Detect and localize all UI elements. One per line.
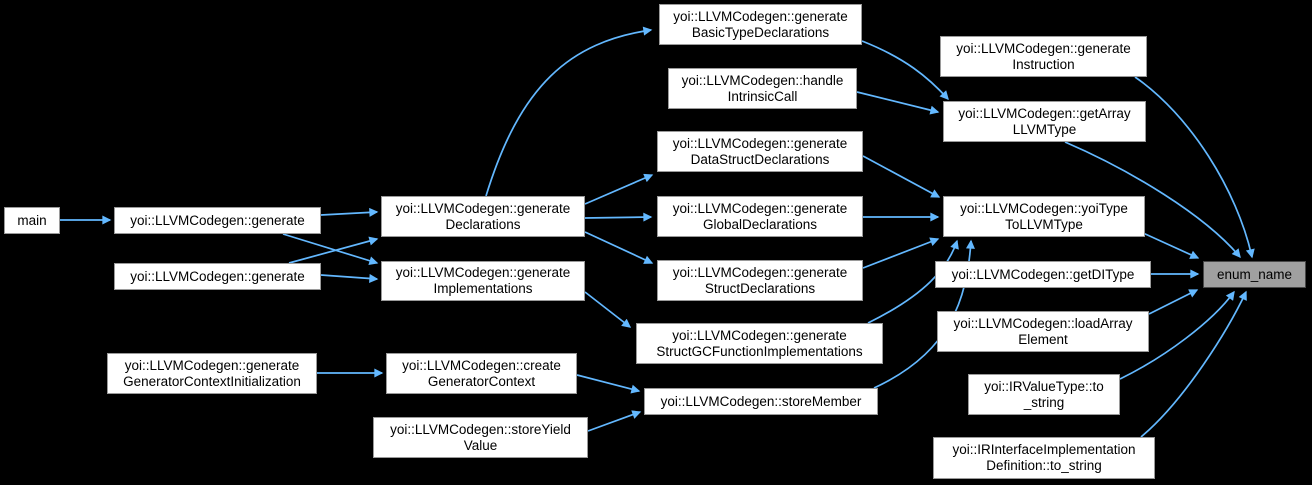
node-label: yoi::IRInterfaceImplementation (952, 442, 1136, 457)
node-label: StructDeclarations (704, 280, 816, 296)
edge-yoiTypeToLLVMType-to-enum-name (1142, 232, 1200, 259)
node-label: yoi::LLVMCodegen::generate (130, 212, 305, 228)
node-storeMember[interactable]: yoi::LLVMCodegen::storeMember (644, 388, 878, 415)
node-generateStructGCFunctionImplementations[interactable]: yoi::LLVMCodegen::generate StructGCFunct… (636, 323, 883, 364)
edge-generateBasicTypeDeclarations-to-getArrayLLVMType (861, 40, 949, 100)
edge-generate-to-generateDeclarations (320, 207, 379, 217)
node-generateStructDeclarations[interactable]: yoi::LLVMCodegen::generate StructDeclara… (657, 260, 863, 301)
edge-IRInterfaceImplementationDefinition-to-string-to-enum-name (1140, 290, 1247, 438)
node-label: yoi::IRValueType::to (984, 378, 1104, 394)
node-label: yoi::LLVMCodegen::generate (672, 200, 848, 216)
edge-generate2-to-generateDeclarations (288, 236, 379, 264)
node-label: yoi::LLVMCodegen::loadArray (953, 315, 1133, 331)
node-label: GeneratorContextInitialization (123, 373, 301, 389)
node-label: yoi::LLVMCodegen::generate (395, 265, 571, 280)
node-generate[interactable]: yoi::LLVMCodegen::generate (114, 207, 321, 234)
edge-loadArrayElement-to-enum-name (1148, 289, 1199, 315)
node-generateDataStructDeclarations[interactable]: yoi::LLVMCodegen::generate DataStructDec… (657, 131, 863, 172)
node-label: LLVMType (1012, 121, 1077, 137)
node-generateGeneratorContextInitialization[interactable]: yoi::LLVMCodegen::generate GeneratorCont… (107, 353, 317, 394)
edge-generateStructDeclarations-to-yoiTypeToLLVMType (862, 237, 940, 269)
node-handleIntrinsicCall[interactable]: yoi::LLVMCodegen::handle IntrinsicCall (668, 68, 857, 109)
node-label: yoi::LLVMCodegen::create (402, 357, 561, 373)
node-label: yoi::LLVMCodegen::getArray (958, 105, 1131, 121)
node-label: StructGCFunctionImplementations (656, 343, 863, 359)
node-IRInterfaceImplementationDefinition-to-string[interactable]: yoi::IRInterfaceImplementation Definitio… (933, 437, 1155, 479)
node-label: ToLLVMType (1005, 216, 1083, 232)
node-label: yoi::LLVMCodegen::generate (395, 200, 571, 216)
node-getArrayLLVMType[interactable]: yoi::LLVMCodegen::getArray LLVMType (943, 101, 1146, 142)
node-getDIType[interactable]: yoi::LLVMCodegen::getDIType (935, 261, 1151, 288)
edge-storeYieldValue-to-storeMember (587, 410, 642, 432)
node-yoiTypeToLLVMType[interactable]: yoi::LLVMCodegen::yoiType ToLLVMType (943, 196, 1145, 237)
node-label: Definition::to_string (986, 458, 1102, 473)
node-generateGlobalDeclarations[interactable]: yoi::LLVMCodegen::generate GlobalDeclara… (657, 196, 863, 237)
node-storeYieldValue[interactable]: yoi::LLVMCodegen::storeYield Value (373, 417, 588, 458)
edge-generate2-to-generateImplementations (320, 273, 379, 283)
node-label: yoi::LLVMCodegen::handle (681, 72, 844, 88)
node-enum-name-highlighted: enum_name (1203, 261, 1306, 288)
node-label: Value (463, 437, 498, 453)
node-generateDeclarations[interactable]: yoi::LLVMCodegen::generate Declarations (381, 196, 585, 237)
node-label: yoi::LLVMCodegen::generate (956, 40, 1131, 56)
node-label: Implementations (433, 281, 533, 296)
node-label: Instruction (1012, 56, 1075, 72)
edge-generateDeclarations-to-generateBasicTypeDeclarations (485, 26, 653, 197)
node-generateBasicTypeDeclarations[interactable]: yoi::LLVMCodegen::generate BasicTypeDecl… (659, 4, 862, 45)
node-label: DataStructDeclarations (690, 151, 830, 167)
node-label: yoi::LLVMCodegen::generate (672, 327, 847, 343)
node-label: GeneratorContext (427, 373, 536, 389)
node-IRValueType-to-string[interactable]: yoi::IRValueType::to _string (968, 374, 1120, 415)
edge-generate-to-generateImplementations (282, 233, 379, 266)
node-label: main (17, 212, 47, 228)
edge-getArrayLLVMType-to-enum-name (1064, 141, 1241, 259)
node-main[interactable]: main (4, 207, 60, 234)
node-label: _string (1023, 394, 1065, 410)
edge-generateImplementations-to-generateStructGCFunctionImplementations (584, 291, 632, 328)
node-label: yoi::LLVMCodegen::generate (672, 135, 848, 151)
node-label: yoi::LLVMCodegen::yoiType (960, 200, 1128, 216)
node-loadArrayElement[interactable]: yoi::LLVMCodegen::loadArray Element (937, 311, 1149, 352)
edge-generateInstruction-to-enum-name (1134, 76, 1255, 259)
node-label: BasicTypeDeclarations (691, 24, 830, 40)
edge-handleIntrinsicCall-to-getArrayLLVMType (856, 91, 940, 115)
node-label: yoi::LLVMCodegen::generate (130, 268, 305, 284)
node-label: GlobalDeclarations (702, 216, 818, 232)
edge-generateDeclarations-to-generateDataStructDeclarations (584, 173, 654, 205)
node-generate-2[interactable]: yoi::LLVMCodegen::generate (114, 263, 321, 290)
node-label: yoi::LLVMCodegen::storeMember (660, 393, 862, 409)
node-label: yoi::LLVMCodegen::generate (672, 264, 848, 280)
node-label: yoi::LLVMCodegen::storeYield (390, 421, 571, 437)
node-label: IntrinsicCall (727, 88, 798, 104)
edge-generateDeclarations-to-generateGlobalDeclarations (584, 212, 653, 222)
node-generateInstruction[interactable]: yoi::LLVMCodegen::generate Instruction (940, 36, 1147, 77)
node-label: yoi::LLVMCodegen::getDIType (951, 266, 1135, 282)
edge-createGeneratorContext-to-storeMember (576, 374, 641, 394)
node-label: enum_name (1216, 266, 1293, 282)
node-label: Element (1018, 331, 1068, 347)
edge-generateStructGCFunctionImplementations-to-yoiTypeToLLVMType (867, 239, 959, 324)
node-createGeneratorContext[interactable]: yoi::LLVMCodegen::create GeneratorContex… (386, 353, 577, 394)
edge-generateDataStructDeclarations-to-yoiTypeToLLVMType (862, 155, 941, 198)
node-label: Declarations (445, 216, 521, 232)
edge-IRValueType-to-string-to-enum-name (1119, 290, 1235, 380)
node-generateImplementations[interactable]: yoi::LLVMCodegen::generate Implementatio… (381, 261, 585, 301)
node-label: yoi::LLVMCodegen::generate (673, 8, 848, 24)
node-label: yoi::LLVMCodegen::generate (124, 357, 300, 373)
edge-generateDeclarations-to-generateStructDeclarations (584, 231, 654, 264)
